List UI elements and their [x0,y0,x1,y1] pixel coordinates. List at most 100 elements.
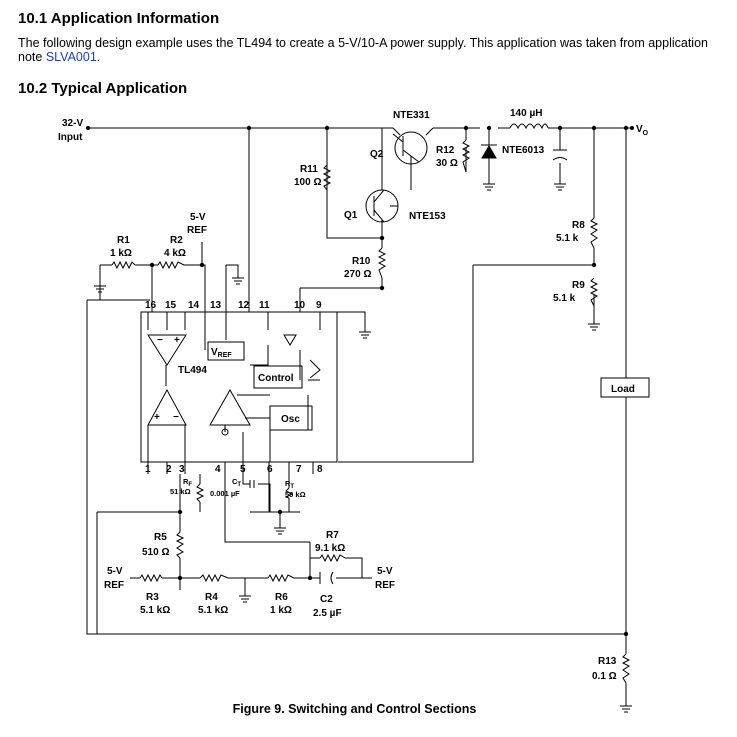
lower-labels: R5 510 Ω R7 9.1 kΩ 5-V REF 5-V REF R3 5.… [104,530,617,682]
svg-text:VO: VO [636,124,649,137]
load-box [600,377,650,398]
r6-label: R6 [275,592,288,603]
pin-6: 6 [267,464,273,475]
pin-1: 1 [145,464,151,475]
vref-label: V [211,347,218,358]
r1-label: R1 [117,235,130,246]
r9-label: R9 [572,280,585,291]
ref-b-label: REF [104,580,124,591]
r1-value: 1 kΩ [110,248,132,259]
pin-2: 2 [166,464,172,475]
rf-sub: F [188,482,192,488]
c2-capacitor [319,571,334,585]
r6-value: 1 kΩ [270,605,292,616]
q2-transistor [392,131,428,165]
r2-label: R2 [170,235,183,246]
svg-text:VREF: VREF [211,347,232,359]
slva001-link[interactable]: SLVA001 [45,50,97,64]
pin-5: 5 [240,464,246,475]
rt-value: 50 kΩ [285,490,306,499]
pin-9: 9 [316,300,322,311]
vo-sub: O [643,130,649,137]
rf-label: R [183,477,189,486]
pin-13: 13 [210,300,222,311]
r3-value: 5.1 kΩ [140,605,170,616]
rt-label: R [285,479,291,488]
vo-label: V [636,124,643,135]
pin-4: 4 [215,464,221,475]
nte6013-diode [481,144,497,159]
input-voltage-label: 32-V [62,118,83,129]
ref5v-a-label: 5-V [190,212,206,223]
svg-text:RF: RF [183,477,192,488]
section-heading-typical-application: 10.2 Typical Application [18,80,188,97]
r3-label: R3 [146,592,159,603]
pin-3: 3 [179,464,185,475]
r7-value: 9.1 kΩ [315,543,345,554]
figure-caption-text: Figure 9. Switching and Control Sections [232,702,477,716]
pin-12: 12 [238,300,250,311]
intro-paragraph: The following design example uses the TL… [18,36,718,64]
input-label: Input [58,132,83,143]
junction-dots [86,125,634,637]
r8-value: 5.1 k [556,233,579,244]
r4-value: 5.1 kΩ [198,605,228,616]
vref-sub: REF [218,352,233,359]
pin-16: 16 [145,300,157,311]
r10-value: 270 Ω [344,269,371,280]
r8-label: R8 [572,220,585,231]
ct-value: 0.001 µF [210,489,240,498]
nte6013-label: NTE6013 [502,145,545,156]
ref-c-label: REF [375,580,395,591]
ref5v-c-label: 5-V [377,566,393,577]
r7-label: R7 [326,530,339,541]
r12-label: R12 [436,145,455,156]
tl494-label: TL494 [178,365,207,376]
amp2-minus: − [173,412,179,423]
intro-tail: . [96,50,101,64]
pin-15: 15 [165,300,177,311]
load-label: Load [611,384,635,395]
figure-caption: Figure 9. Switching and Control Sections [0,702,737,716]
osc-label: Osc [281,414,300,425]
inductor-label: 140 µH [510,108,542,119]
r12-value: 30 Ω [436,158,458,169]
ref-a-label: REF [187,225,207,236]
pin-14: 14 [188,300,200,311]
wires [86,127,632,700]
small-labels: RF 51 kΩ CT 0.001 µF RT 50 kΩ [170,477,306,499]
pin-10: 10 [294,300,306,311]
r5-value: 510 Ω [142,547,169,558]
c2-label: C2 [320,594,333,605]
output-capacitor [552,149,568,161]
inductor-coil [509,123,549,130]
ct-sub: T [237,482,241,488]
component-labels: 32-V Input NTE331 Q2 140 µH VO R12 30 Ω … [58,108,649,475]
q2-label: Q2 [370,149,384,160]
q1-transistor [365,189,399,223]
rf-value: 51 kΩ [170,487,191,496]
pin-11: 11 [259,300,270,311]
section-heading-application-information: 10.1 Application Information [18,10,220,27]
amp2-plus: + [154,412,160,423]
r10-label: R10 [352,256,371,267]
amp1-plus: + [174,335,180,346]
internal-blocks [147,334,321,436]
ct-capacitor [249,480,255,488]
ct-label: C [232,477,238,486]
r13-value: 0.1 Ω [592,671,617,682]
control-label: Control [258,373,294,384]
q1-label: Q1 [344,210,358,221]
svg-text:CT: CT [232,477,241,488]
r5-label: R5 [154,532,167,543]
nte331-label: NTE331 [393,110,430,121]
r11-value: 100 Ω [294,177,321,188]
svg-text:RT: RT [285,479,294,490]
r4-label: R4 [205,592,218,603]
nte153-label: NTE153 [409,211,446,222]
intro-text: The following design example uses the TL… [18,36,708,64]
r9-value: 5.1 k [553,293,576,304]
rt-sub: T [290,484,294,490]
r2-value: 4 kΩ [164,248,186,259]
